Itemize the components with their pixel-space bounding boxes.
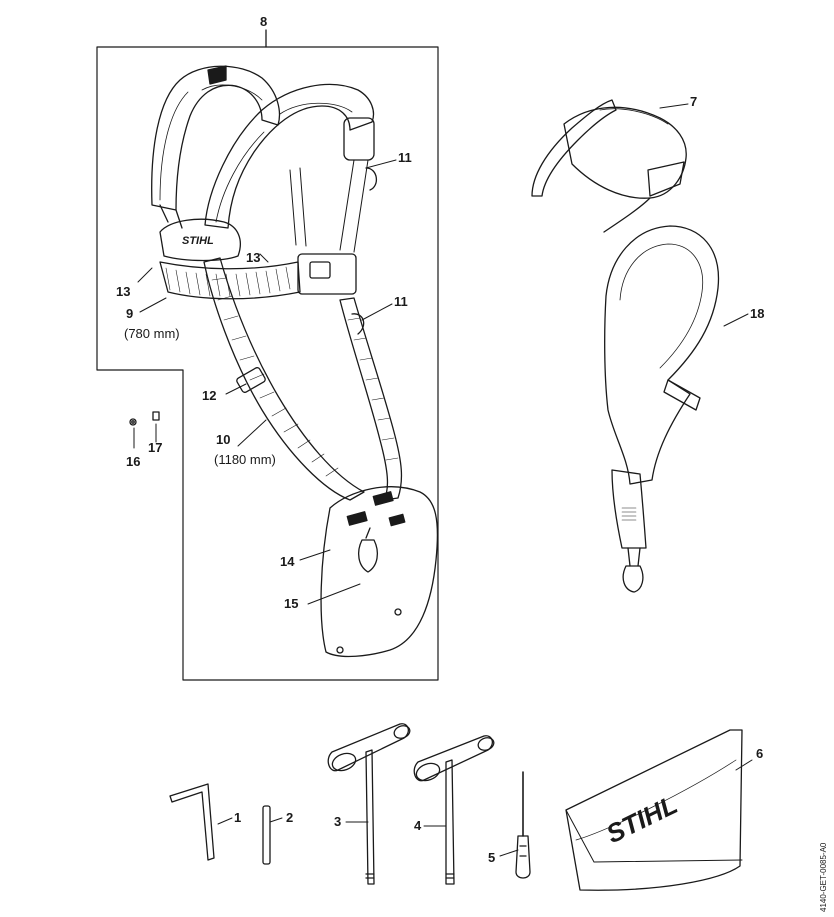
harness-stihl-logo: STIHL bbox=[182, 235, 214, 247]
screwdriver bbox=[515, 771, 531, 879]
label-7: 7 bbox=[690, 94, 697, 109]
hex-key bbox=[169, 783, 215, 861]
label-16: 16 bbox=[126, 454, 140, 469]
label-9: 9 bbox=[126, 306, 133, 321]
shoulder-strap bbox=[604, 225, 720, 593]
label-4: 4 bbox=[414, 818, 422, 833]
pin bbox=[262, 805, 271, 865]
label-10: 10 bbox=[216, 432, 230, 447]
label-17: 17 bbox=[148, 440, 162, 455]
tool-pouch bbox=[565, 729, 743, 891]
small-parts bbox=[129, 411, 160, 449]
label-11-upper: 11 bbox=[398, 150, 412, 165]
label-12: 12 bbox=[202, 388, 216, 403]
pouch-stihl-logo: STIHL bbox=[601, 789, 682, 849]
label-18: 18 bbox=[750, 306, 764, 321]
label-11-lower: 11 bbox=[394, 294, 408, 309]
callout-labels: 8 11 11 13 13 9 (780 mm) 12 10 (1180 mm)… bbox=[116, 14, 764, 865]
label-13-center: 13 bbox=[246, 250, 260, 265]
box-wrench-3 bbox=[327, 723, 411, 885]
label-1: 1 bbox=[234, 810, 241, 825]
box-wrench-4 bbox=[413, 735, 495, 885]
label-8: 8 bbox=[260, 14, 267, 29]
label-14: 14 bbox=[280, 554, 295, 569]
label-3: 3 bbox=[334, 814, 341, 829]
safety-glasses bbox=[531, 99, 687, 233]
label-13-left: 13 bbox=[116, 284, 130, 299]
kit-frame bbox=[96, 46, 439, 681]
label-6: 6 bbox=[756, 746, 763, 761]
label-10-length: (1180 mm) bbox=[214, 452, 276, 467]
hip-pad bbox=[320, 486, 439, 658]
label-2: 2 bbox=[286, 810, 293, 825]
leader-lines bbox=[137, 103, 753, 857]
label-5: 5 bbox=[488, 850, 495, 865]
drawing-code: 4140-GET-0085-A0 bbox=[819, 842, 828, 912]
label-15: 15 bbox=[284, 596, 298, 611]
label-9-length: (780 mm) bbox=[124, 326, 180, 341]
harness: STIHL bbox=[151, 65, 439, 658]
